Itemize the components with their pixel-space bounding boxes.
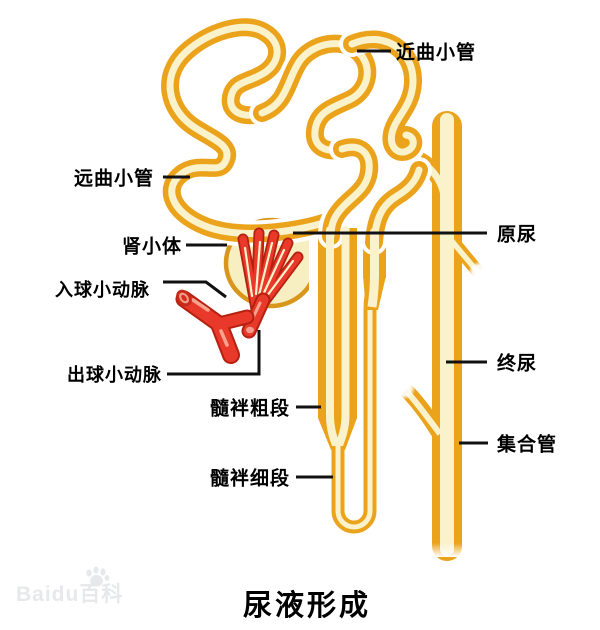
pointer-lines [163, 49, 488, 479]
pointer-efferent [167, 330, 261, 376]
label-efferent-arteriole: 出球小动脉 [67, 365, 162, 385]
label-distal-tubule: 远曲小管 [74, 168, 155, 190]
label-loop-thin-segment: 髓袢细段 [210, 468, 291, 490]
baidu-paw-icon [86, 566, 110, 586]
label-collecting-duct: 集合管 [497, 434, 558, 456]
label-proximal-tubule: 近曲小管 [396, 42, 477, 64]
pointer-afferent [163, 280, 227, 299]
baidu-watermark-text: Baidu百科 [16, 583, 124, 606]
label-final-urine: 终尿 [497, 353, 538, 375]
label-afferent-arteriole: 入球小动脉 [55, 280, 150, 300]
convoluted-tubules [157, 14, 432, 263]
label-primary-urine: 原尿 [497, 224, 538, 246]
label-renal-corpuscle: 肾小体 [122, 236, 183, 258]
afferent-vessel [175, 289, 255, 364]
diagram-title: 尿液形成 [242, 590, 372, 622]
collecting-duct [390, 111, 492, 561]
baidu-watermark: Baidu百科 [16, 566, 124, 608]
label-loop-thick-segment: 髓袢粗段 [210, 398, 291, 420]
